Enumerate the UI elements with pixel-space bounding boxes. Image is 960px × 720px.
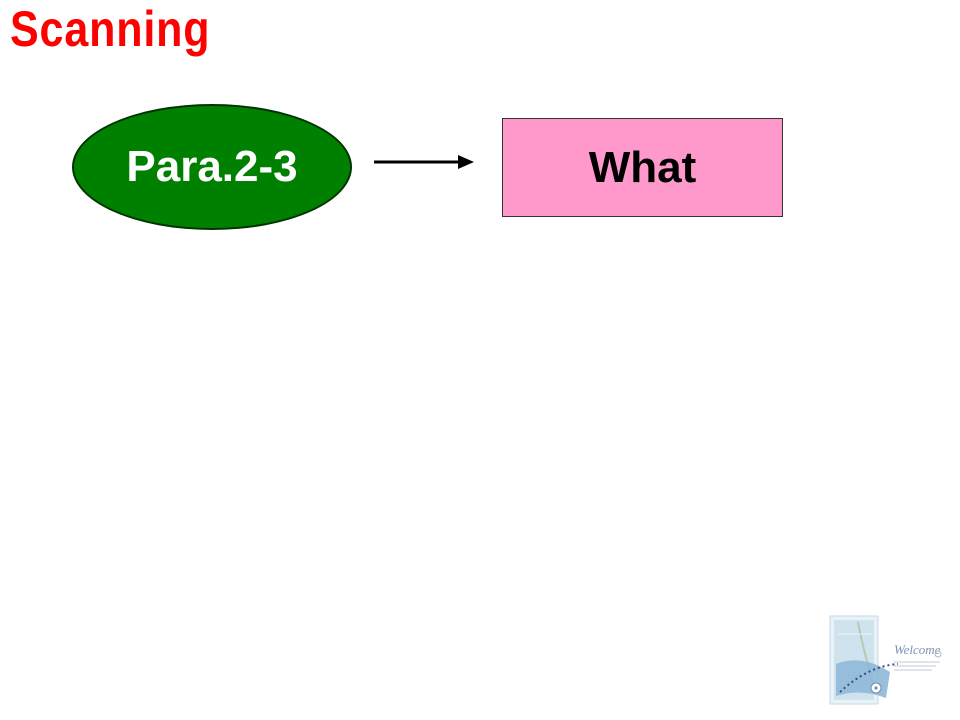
arrow-right-icon [374, 155, 474, 169]
welcome-text: Welcome [894, 642, 941, 657]
para-label: Para.2-3 [126, 142, 298, 191]
welcome-card-image: Welcome [829, 615, 942, 705]
para-ellipse: Para.2-3 [72, 104, 352, 230]
slide-title: Scanning [10, 1, 211, 57]
what-label: What [588, 142, 697, 192]
what-box: What [502, 118, 783, 217]
